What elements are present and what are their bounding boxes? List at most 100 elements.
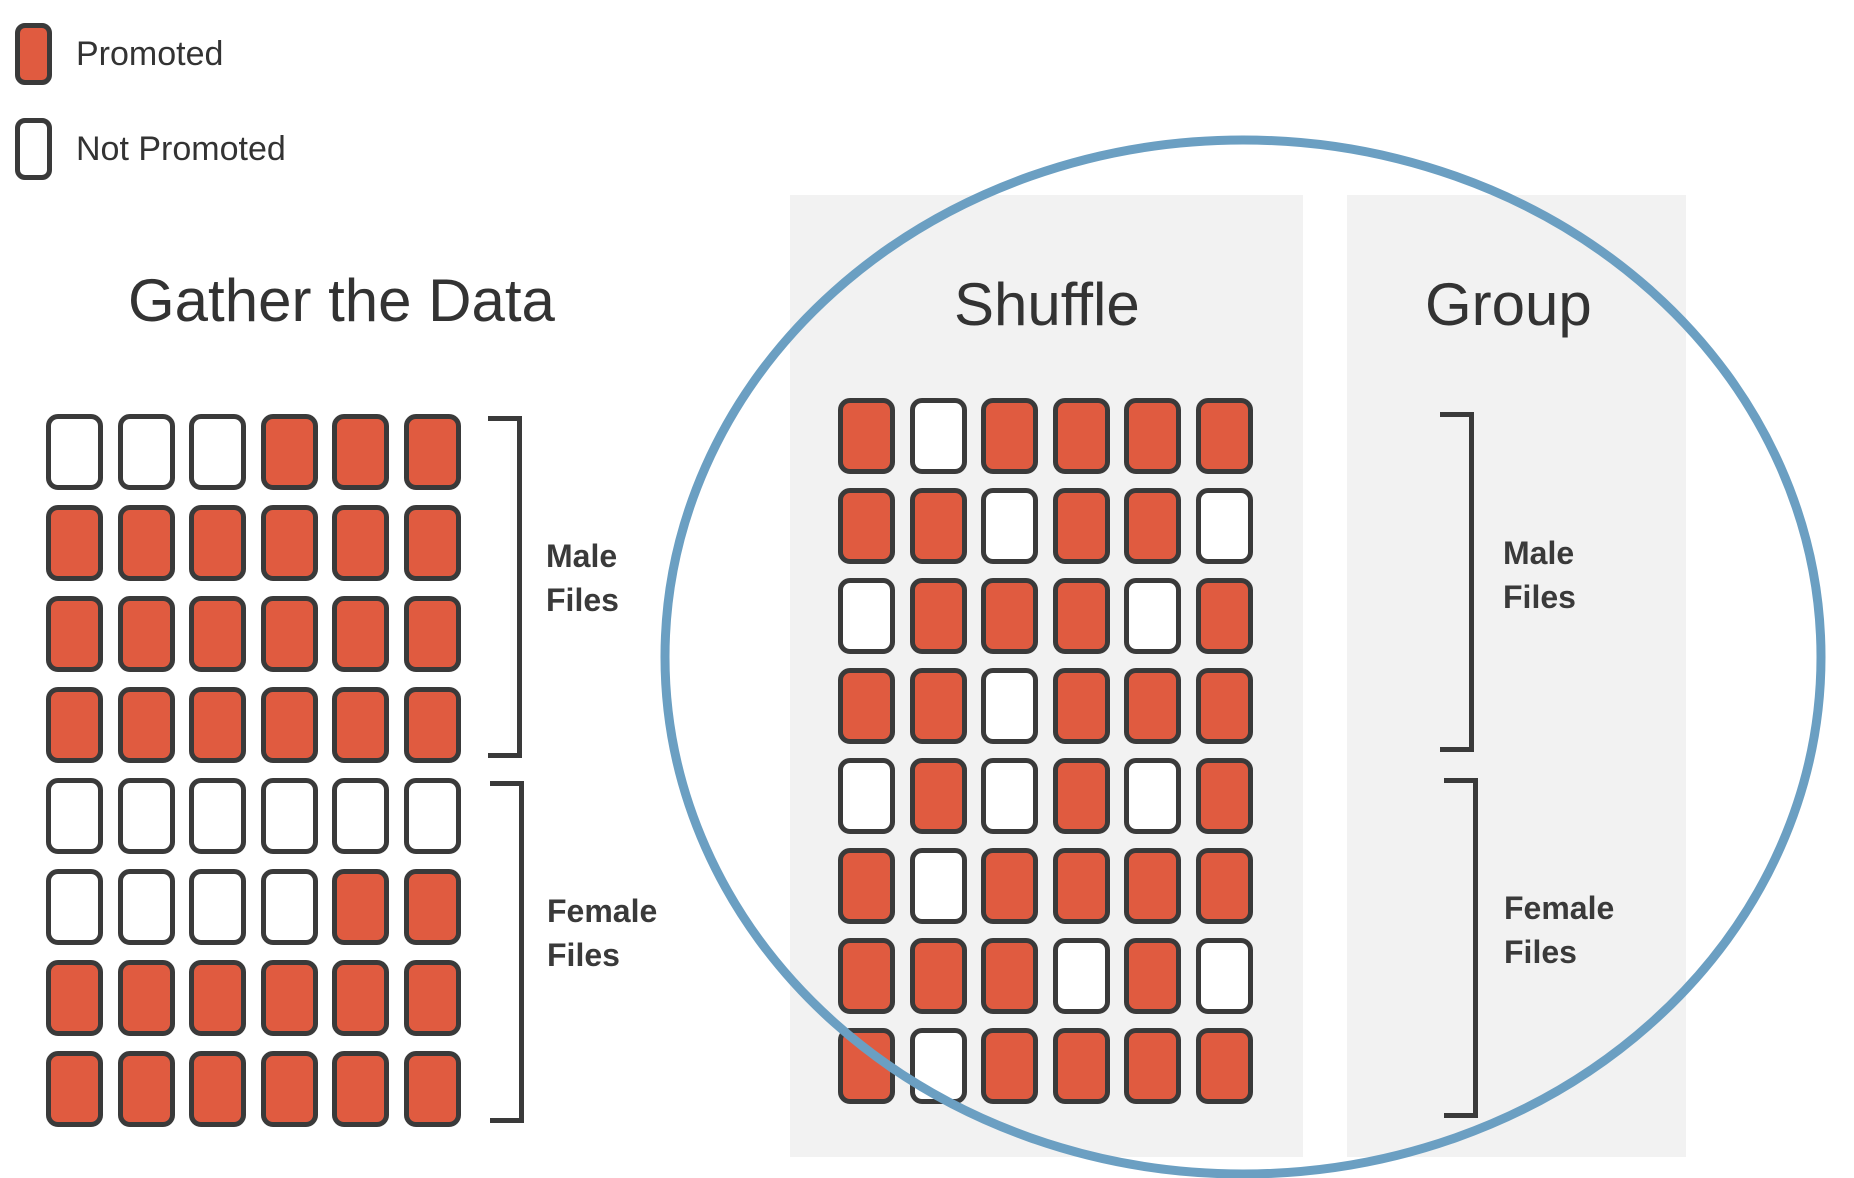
gather-card-r1-c5 [332,414,389,490]
shuffle-card-r7-c6 [1195,938,1253,1014]
gather-male-bracket [488,416,522,758]
gather-card-r8-c2 [117,1051,175,1127]
legend-not-promoted: Not Promoted [15,118,286,180]
gather-card-r3-c3 [189,596,246,672]
gather-male-label-line1: Male [546,538,618,574]
gather-male-label-line2: Files [546,582,619,618]
shuffle-card-r3-c4 [1052,578,1110,654]
gather-card-r7-c2 [117,960,175,1036]
gather-card-r4-c4 [260,687,318,763]
gather-card-r3-c5 [332,596,389,672]
shuffle-card-r2-c6 [1195,488,1253,564]
shuffle-card-r6-c2 [909,848,967,924]
gather-card-r8-c3 [189,1051,246,1127]
shuffle-card-r5-c6 [1195,758,1253,834]
gather-card-r5-c3 [189,778,246,854]
gather-card-r5-c2 [117,778,175,854]
shuffle-card-r5-c4 [1052,758,1110,834]
group-female-bracket [1444,778,1478,1118]
group-male-bracket [1440,412,1474,752]
shuffle-card-r1-c4 [1052,398,1110,474]
shuffle-card-r4-c1 [838,668,895,744]
shuffle-card-r7-c1 [838,938,895,1014]
gather-female-label-line1: Female [547,893,658,929]
gather-card-r4-c6 [403,687,461,763]
gather-card-r2-c5 [332,505,389,581]
group-male-label-line2: Files [1503,579,1576,615]
shuffle-card-r4-c3 [981,668,1038,744]
gather-card-r3-c6 [403,596,461,672]
shuffle-card-r8-c1 [838,1028,895,1104]
shuffle-card-r6-c4 [1052,848,1110,924]
group-male-label: Male Files [1503,531,1576,619]
gather-card-r2-c1 [46,505,103,581]
group-panel-background [1347,195,1686,1157]
shuffle-card-r4-c2 [909,668,967,744]
shuffle-card-r6-c3 [981,848,1038,924]
gather-card-r3-c4 [260,596,318,672]
gather-card-r6-c5 [332,869,389,945]
gather-female-bracket [490,781,524,1123]
shuffle-card-r1-c2 [909,398,967,474]
gather-card-r7-c6 [403,960,461,1036]
shuffle-card-r1-c6 [1195,398,1253,474]
shuffle-card-r8-c3 [981,1028,1038,1104]
shuffle-card-r5-c1 [838,758,895,834]
shuffle-card-r7-c3 [981,938,1038,1014]
shuffle-card-r7-c4 [1052,938,1110,1014]
gather-card-r3-c1 [46,596,103,672]
gather-card-r2-c4 [260,505,318,581]
shuffle-card-r3-c2 [909,578,967,654]
promoted-swatch-icon [15,23,52,85]
shuffle-card-r6-c1 [838,848,895,924]
gather-card-r2-c3 [189,505,246,581]
shuffle-card-r6-c6 [1195,848,1253,924]
gather-male-label: Male Files [546,534,619,622]
shuffle-card-r5-c3 [981,758,1038,834]
shuffle-card-r4-c4 [1052,668,1110,744]
gather-card-r1-c2 [117,414,175,490]
gather-card-r4-c5 [332,687,389,763]
shuffle-card-r2-c4 [1052,488,1110,564]
shuffle-card-r7-c2 [909,938,967,1014]
not-promoted-swatch-icon [15,118,52,180]
gather-card-r1-c3 [189,414,246,490]
shuffle-card-r1-c5 [1124,398,1181,474]
gather-card-r5-c4 [260,778,318,854]
shuffle-card-r1-c3 [981,398,1038,474]
shuffle-card-r8-c2 [909,1028,967,1104]
gather-card-r1-c1 [46,414,103,490]
shuffle-card-r4-c6 [1195,668,1253,744]
gather-card-r8-c5 [332,1051,389,1127]
gather-card-r1-c6 [403,414,461,490]
shuffle-card-r6-c5 [1124,848,1181,924]
gather-card-r7-c5 [332,960,389,1036]
gather-card-r6-c6 [403,869,461,945]
gather-card-r8-c4 [260,1051,318,1127]
shuffle-title: Shuffle [954,271,1140,338]
group-female-label-line2: Files [1504,934,1577,970]
group-female-label-line1: Female [1504,890,1615,926]
shuffle-card-r8-c5 [1124,1028,1181,1104]
shuffle-card-r4-c5 [1124,668,1181,744]
group-female-label: Female Files [1504,886,1614,974]
group-title: Group [1425,271,1592,338]
gather-card-r2-c2 [117,505,175,581]
gather-female-label-line2: Files [547,937,620,973]
shuffle-card-r7-c5 [1124,938,1181,1014]
shuffle-card-r2-c1 [838,488,895,564]
gather-card-r8-c1 [46,1051,103,1127]
gather-card-r7-c4 [260,960,318,1036]
shuffle-card-r8-c4 [1052,1028,1110,1104]
legend-promoted: Promoted [15,23,223,85]
gather-card-r3-c2 [117,596,175,672]
gather-card-r5-c5 [332,778,389,854]
gather-card-r2-c6 [403,505,461,581]
shuffle-card-r2-c5 [1124,488,1181,564]
gather-card-r4-c1 [46,687,103,763]
shuffle-card-r3-c6 [1195,578,1253,654]
gather-card-r7-c3 [189,960,246,1036]
shuffle-card-r2-c2 [909,488,967,564]
shuffle-card-r3-c5 [1124,578,1181,654]
shuffle-card-r5-c5 [1124,758,1181,834]
